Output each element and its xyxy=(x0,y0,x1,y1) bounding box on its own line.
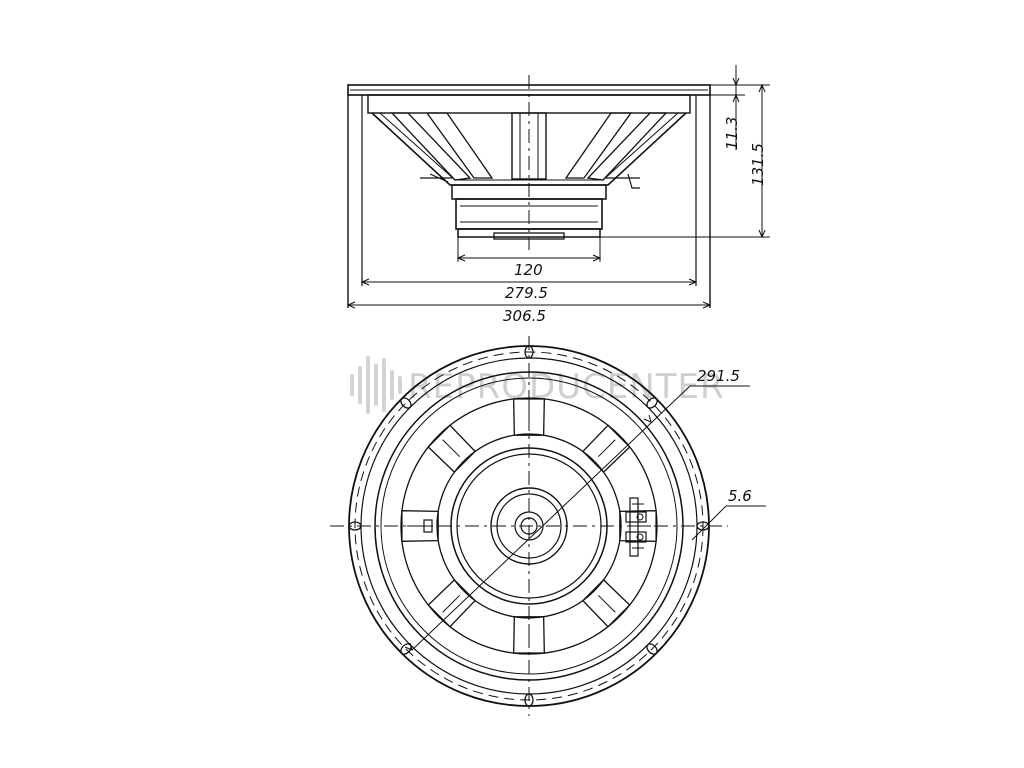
front-terminal-block xyxy=(625,497,647,557)
dim-cutout-diameter: 279.5 xyxy=(505,284,548,302)
basket-rib xyxy=(427,578,477,628)
dim-hole-diameter: 5.6 xyxy=(728,487,752,505)
basket-rib-center xyxy=(442,594,461,613)
mounting-hole xyxy=(646,643,658,655)
mounting-hole xyxy=(400,397,412,409)
dim-outer-diameter: 306.5 xyxy=(503,307,546,325)
side-view xyxy=(346,65,770,309)
basket-rib xyxy=(427,424,477,474)
front-view xyxy=(330,336,766,716)
mounting-hole xyxy=(646,397,658,409)
basket-rib xyxy=(401,510,439,542)
dim-flange-thickness: 11.3 xyxy=(723,117,741,150)
basket-rib-center xyxy=(597,439,616,458)
dim-magnet-diameter: 120 xyxy=(514,261,543,279)
basket-rib xyxy=(619,510,657,542)
basket-rib xyxy=(513,616,545,654)
basket-rib xyxy=(581,424,631,474)
watermark-text: REPRODUCENTER xyxy=(408,367,725,407)
basket-rib xyxy=(581,578,631,628)
dim-bolt-circle: 291.5 xyxy=(697,367,740,385)
watermark-logo xyxy=(350,356,402,414)
basket-rib-center xyxy=(442,439,461,458)
basket-rib-center xyxy=(597,594,616,613)
basket-rib xyxy=(513,398,545,436)
dim-total-depth: 131.5 xyxy=(749,143,767,186)
